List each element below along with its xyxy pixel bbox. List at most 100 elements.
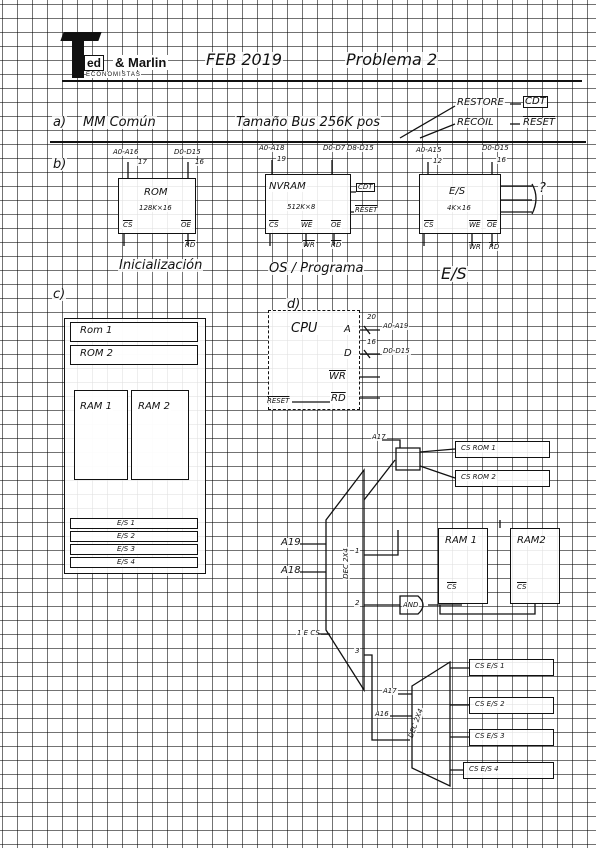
recoil-leader [419, 123, 456, 139]
cpu-label: CPU [290, 321, 319, 336]
logo-subtitle: ECONOMISTAS [86, 72, 141, 78]
restore-label: RESTORE [456, 97, 505, 108]
nvram-we-pin: WE [300, 221, 314, 229]
a19-input: A19 [280, 537, 302, 548]
a18-input: A18 [280, 565, 302, 576]
rom-oe-pin: OE [180, 221, 192, 229]
and-gate-shape [399, 595, 424, 615]
es-decoder-shape [411, 660, 451, 788]
d-ram1-label: RAM 1 [444, 535, 478, 546]
a16-es-input: A16 [374, 710, 390, 718]
es-data-width: 16 [496, 156, 507, 164]
rom-data-width: 16 [194, 158, 205, 166]
cs-rom1-label: CS ROM 1 [460, 444, 497, 452]
bus-size: Tamaño Bus 256K pos [235, 115, 382, 130]
rom-addr-bus: A0-A16 [112, 148, 140, 156]
nvram-role: OS / Programa [268, 261, 365, 276]
es-addr-bus: A0-A15 [415, 146, 443, 154]
map-ram1-label: RAM 1 [79, 401, 113, 412]
main-decoder-shape [325, 468, 365, 693]
es-we-signal: WR [468, 243, 482, 251]
cs-rom2-label: CS ROM 2 [460, 473, 497, 481]
nvram-reset-pin: RESET [354, 206, 379, 214]
cs-es3-label: CS E/S 3 [474, 732, 506, 740]
es-cs-pin: CS [423, 221, 435, 229]
cpu-d-width: 16 [366, 338, 377, 346]
map-es1-label: E/S 1 [116, 519, 136, 527]
part-a-divider [50, 141, 586, 143]
part-c-label: c) [52, 287, 67, 302]
part-b-label: b) [52, 157, 68, 172]
nvram-oe-signal: RD [330, 241, 343, 249]
cpu-d-bus: D0-D15 [382, 347, 411, 355]
reset-label: RESET [522, 117, 557, 128]
cpu-rd-pin: RD [330, 393, 347, 404]
exam-date: FEB 2019 [205, 50, 284, 69]
memory-type: MM Común [82, 115, 157, 130]
decoder-enable: 1 E CS [296, 629, 321, 637]
cpu-a-pin: A [343, 324, 352, 335]
part-d-label: d) [286, 297, 302, 312]
es-oe-pin: OE [486, 221, 498, 229]
d-ram1-cs: CS [446, 583, 458, 591]
cs-es4-label: CS E/S 4 [468, 765, 500, 773]
map-es4-label: E/S 4 [116, 558, 136, 566]
es-addr-width: 12 [432, 157, 443, 165]
es-data-bus: D0-D15 [481, 144, 510, 152]
rom-role: Inicialización [118, 258, 204, 273]
header-underline [62, 80, 582, 82]
rom-oe-signal: RD [184, 241, 197, 249]
map-rom1-label: Rom 1 [79, 325, 114, 336]
es-size: 4K×16 [446, 204, 472, 212]
rom-addr-width: 17 [137, 158, 148, 166]
cs-es1-label: CS E/S 1 [474, 662, 506, 670]
a17-input: A17 [371, 433, 387, 441]
map-ram2-label: RAM 2 [137, 401, 171, 412]
d-ram2-cs: CS [516, 583, 528, 591]
and-gate-label: AND [402, 601, 420, 609]
cpu-a-bus: A0-A19 [382, 322, 410, 330]
rom-name: ROM [143, 187, 169, 198]
nvram-data-bus: D0-D7 [322, 144, 347, 152]
decoder-out-2: 2 [354, 599, 361, 607]
part-a-label: a) [52, 115, 68, 130]
nvram-oe-pin: OE [330, 221, 342, 229]
es-we-pin: WE [468, 221, 482, 229]
cdt-label: CDT [523, 96, 548, 108]
rom-cs-pin: CS [122, 221, 134, 229]
rom-mux-gate [395, 447, 421, 471]
cpu-wr-pin: WR [328, 371, 347, 382]
es-name: E/S [448, 186, 467, 197]
map-rom2-label: ROM 2 [79, 348, 114, 359]
a17-es-input: A17 [382, 687, 398, 695]
decoder-out-1: 1 [354, 547, 361, 555]
restore-leader [399, 105, 456, 139]
logo-name: & Marlin [113, 55, 169, 70]
nvram-cdt-pin: CDT [356, 183, 375, 192]
map-es3-label: E/S 3 [116, 545, 136, 553]
cs-es2-label: CS E/S 2 [474, 700, 506, 708]
nvram-addr-width: 19 [276, 155, 287, 163]
d-ram2-label: RAM2 [516, 535, 547, 546]
nvram-name: NVRAM [268, 181, 307, 192]
cpu-d-pin: D [343, 348, 353, 359]
es-question-mark: ? [538, 181, 547, 196]
cpu-reset-signal: RESET [266, 397, 291, 405]
nvram-size: 512K×8 [286, 203, 317, 211]
nvram-data-bus-2: D8-D15 [346, 144, 375, 152]
logo-mark: ed [84, 55, 105, 71]
rom-size: 128K×16 [138, 204, 173, 212]
es-oe-signal: RD [488, 243, 501, 251]
recoil-label: RECOIL [456, 117, 495, 128]
es-role: E/S [440, 264, 468, 283]
problem-title: Problema 2 [345, 50, 439, 69]
nvram-cs-pin: CS [268, 221, 280, 229]
decoder-out-3: 3 [354, 647, 361, 655]
cpu-a-width: 20 [366, 313, 377, 321]
nvram-addr-bus: A0-A18 [258, 144, 286, 152]
nvram-we-signal: WR [302, 241, 316, 249]
rom-data-bus: D0-D15 [173, 148, 202, 156]
logo-vertical-bar [72, 34, 84, 78]
